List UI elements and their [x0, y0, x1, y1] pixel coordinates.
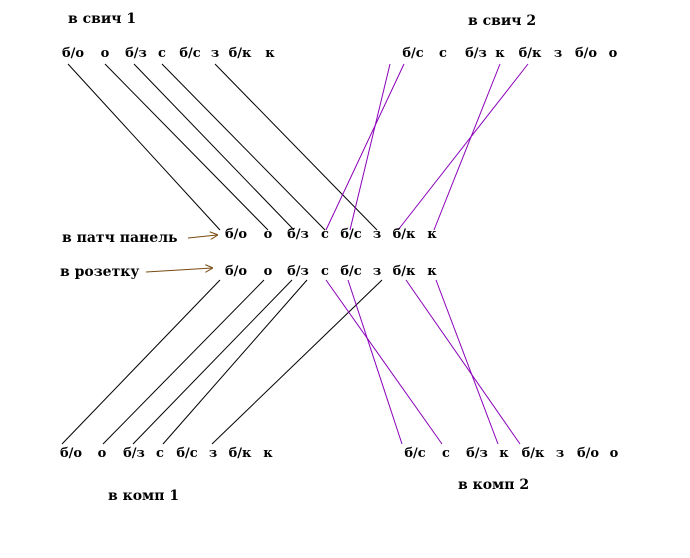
- pin-label-pc2: с: [442, 446, 450, 461]
- wire-bk-pc2: [405, 279, 521, 445]
- pin-label-patch-panel: с: [321, 227, 329, 242]
- pin-label-switch2: с: [439, 46, 447, 61]
- pin-label-switch1: к: [265, 46, 275, 61]
- pin-label-pc2: к: [499, 446, 509, 461]
- pin-label-pc1: б/о: [59, 446, 83, 461]
- pin-label-switch2: б/к: [518, 46, 542, 61]
- pin-label-switch1: б/с: [179, 46, 201, 61]
- wire-s2-top: [349, 63, 391, 231]
- pin-label-socket: б/к: [392, 264, 416, 279]
- pin-label-switch1: з: [210, 46, 220, 61]
- pin-label-patch-panel: б/к: [392, 227, 416, 242]
- pin-label-switch1: б/з: [125, 46, 147, 61]
- pin-label-pc2: б/к: [521, 446, 545, 461]
- pin-label-socket: к: [427, 264, 437, 279]
- arrow-patch-panel: [187, 235, 217, 238]
- pin-label-pc1: б/с: [176, 446, 198, 461]
- wire-s-bottom: [162, 279, 308, 445]
- pin-label-switch1: с: [158, 46, 166, 61]
- wire-o-bottom: [102, 279, 265, 445]
- label-socket: в розетку: [60, 264, 140, 280]
- wire-bo-bottom: [61, 279, 221, 445]
- wire-bs-pc2: [347, 279, 403, 445]
- black-wires-top: [67, 63, 378, 231]
- wire-z-top: [214, 63, 378, 231]
- wire-bo-top: [67, 63, 221, 231]
- pin-label-switch2: о: [608, 46, 618, 61]
- arrow-socket: [145, 268, 212, 273]
- pin-label-patch-panel: б/с: [340, 227, 362, 242]
- arrows: [145, 235, 217, 273]
- label-pc2: в комп 2: [458, 477, 530, 493]
- wire-z-bottom: [211, 279, 383, 445]
- pin-label-switch1: б/о: [61, 46, 85, 61]
- pin-label-pc2: з: [555, 446, 565, 461]
- pin-label-pc2: б/с: [404, 446, 426, 461]
- pin-label-pc1: б/з: [123, 446, 145, 461]
- black-wires-bottom: [61, 279, 383, 445]
- pin-label-switch1: б/к: [228, 46, 252, 61]
- pin-label-patch-panel: б/з: [287, 227, 309, 242]
- purple-wires-top: [325, 63, 529, 231]
- pin-label-socket: б/з: [287, 264, 309, 279]
- wire-bs-top: [325, 63, 405, 231]
- pin-label-socket: о: [263, 264, 273, 279]
- pin-label-pc1: о: [97, 446, 107, 461]
- pin-label-switch2: б/с: [402, 46, 424, 61]
- pin-label-switch2: к: [495, 46, 505, 61]
- wire-s-top: [161, 63, 326, 231]
- pin-label-switch2: б/о: [574, 46, 598, 61]
- label-pc1: в комп 1: [108, 488, 180, 504]
- pin-label-patch-panel: б/о: [224, 227, 248, 242]
- pin-label-socket: б/о: [224, 264, 248, 279]
- pin-label-pc1: к: [263, 446, 273, 461]
- pin-label-switch1: о: [100, 46, 110, 61]
- purple-wires-bottom: [325, 279, 521, 445]
- wire-bz-bottom: [132, 279, 293, 445]
- pin-label-patch-panel: о: [263, 227, 273, 242]
- wire-s-pc2: [325, 279, 443, 445]
- pin-label-socket: б/с: [340, 264, 362, 279]
- pin-label-pc2: о: [609, 446, 619, 461]
- label-patch-panel: в патч панель: [62, 230, 178, 246]
- wire-bz-top: [133, 63, 295, 231]
- pin-label-switch2: б/з: [465, 46, 487, 61]
- pin-label-patch-panel: з: [372, 227, 382, 242]
- pin-label-pc2: б/з: [466, 446, 488, 461]
- pin-label-socket: з: [372, 264, 382, 279]
- pin-label-pc1: з: [208, 446, 218, 461]
- wire-bk-top: [397, 63, 529, 231]
- pin-label-pc1: с: [156, 446, 164, 461]
- wire-k-pc2: [435, 279, 499, 445]
- pin-label-pc1: б/к: [228, 446, 252, 461]
- pin-label-socket: с: [321, 264, 329, 279]
- pin-label-patch-panel: к: [427, 227, 437, 242]
- wire-o-top: [104, 63, 269, 231]
- wire-k-top: [433, 63, 501, 231]
- pin-label-pc2: б/о: [576, 446, 600, 461]
- pin-label-switch2: з: [553, 46, 563, 61]
- label-switch2: в свич 2: [468, 13, 537, 29]
- label-switch1: в свич 1: [68, 11, 137, 27]
